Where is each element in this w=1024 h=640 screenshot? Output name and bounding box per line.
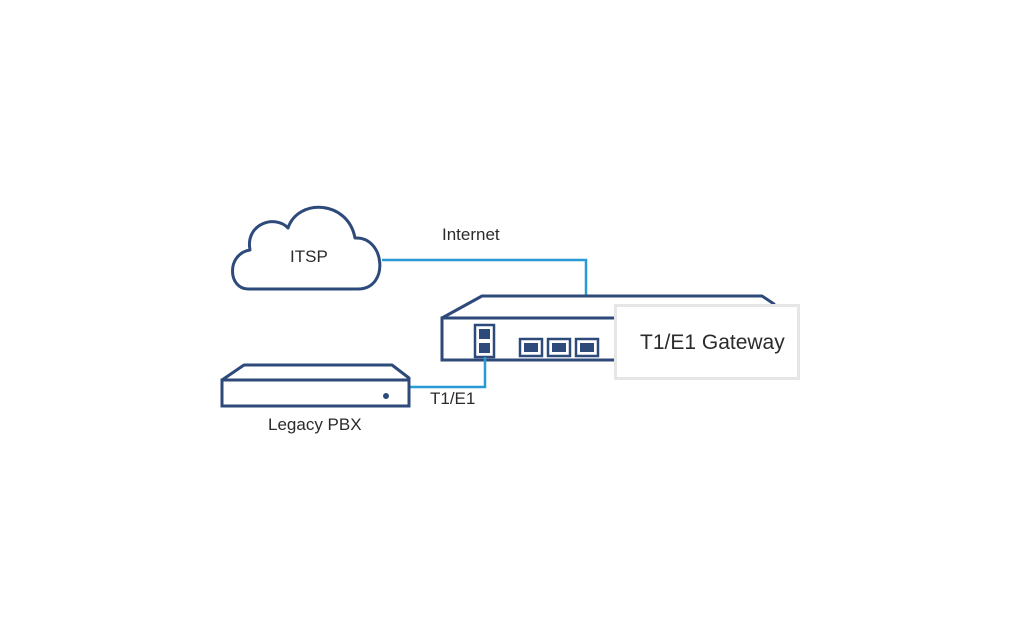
t1e1-link — [409, 357, 487, 389]
cloud-label: ITSP — [290, 247, 328, 266]
internet-link-label: Internet — [442, 225, 500, 244]
gateway-callout: T1/E1 Gateway — [614, 304, 800, 380]
t1e1-port-icon — [473, 323, 496, 359]
pbx-device-icon — [220, 363, 411, 408]
gateway-label: T1/E1 Gateway — [640, 331, 785, 354]
ethernet-port-icon — [574, 337, 600, 358]
pbx-label: Legacy PBX — [268, 415, 362, 434]
cloud-icon — [231, 205, 382, 291]
ethernet-port-icon — [518, 337, 544, 358]
t1e1-link-label: T1/E1 — [430, 389, 476, 408]
ethernet-port-icon — [546, 337, 572, 358]
